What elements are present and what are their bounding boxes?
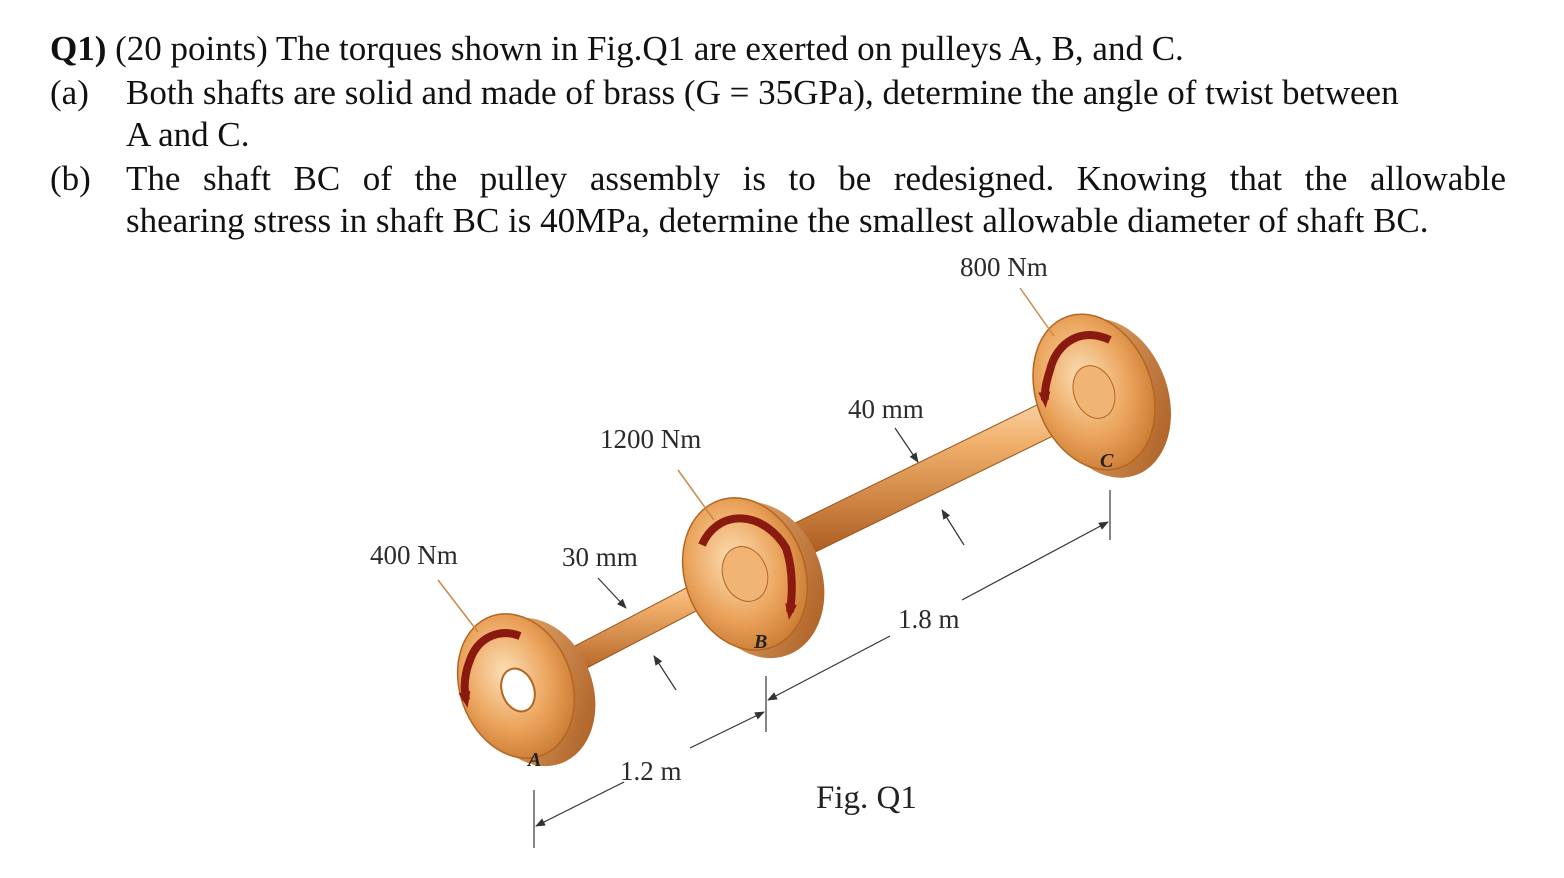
part-b-line1: The shaft BC of the pulley assembly is t… [126,159,1506,198]
diameter-bc-label: 40 mm [848,394,924,424]
leader-torque-a [437,579,479,633]
part-b-line2: shearing stress in shaft BC is 40MPa, de… [126,201,1429,240]
pulley-a-label: A [526,749,541,771]
question-header: Q1) (20 points) The torques shown in Fig… [50,28,1184,70]
question-intro: (20 points) The torques shown in Fig.Q1 … [115,29,1184,68]
diameter-ab-pointer-bottom [653,655,677,691]
diameter-ab-label: 30 mm [562,542,638,572]
dimension-ab [533,676,767,848]
diameter-bc-pointer-top [894,427,919,463]
torque-c-label: 800 Nm [960,252,1048,282]
pulley-c-label: C [1100,450,1114,472]
leader-torque-b [677,469,715,521]
torque-a-label: 400 Nm [370,540,458,570]
figure-caption: Fig. Q1 [816,780,917,816]
pulley-c: C [1032,313,1171,478]
diameter-bc-pointer-bottom [941,509,965,546]
pulley-a: A [456,613,596,771]
diameter-ab-pointer-top [597,577,627,609]
length-bc-label: 1.8 m [898,604,960,634]
torque-b-label: 1200 Nm [600,424,701,454]
length-ab-label: 1.2 m [620,756,682,786]
part-a-line2: A and C. [126,115,250,154]
part-a-marker: (a) [50,73,89,112]
leader-torque-c [1019,287,1055,337]
question-number: Q1) [50,29,107,68]
part-a-line1: Both shafts are solid and made of brass … [126,73,1399,112]
pulley-b: B [681,497,825,659]
torque-arrow-a [458,629,522,708]
pulley-b-label: B [753,631,767,653]
torque-arrow-b [698,514,798,620]
part-b-marker: (b) [50,159,91,198]
torque-arrow-c [1038,331,1112,408]
dimension-bc [767,490,1111,701]
